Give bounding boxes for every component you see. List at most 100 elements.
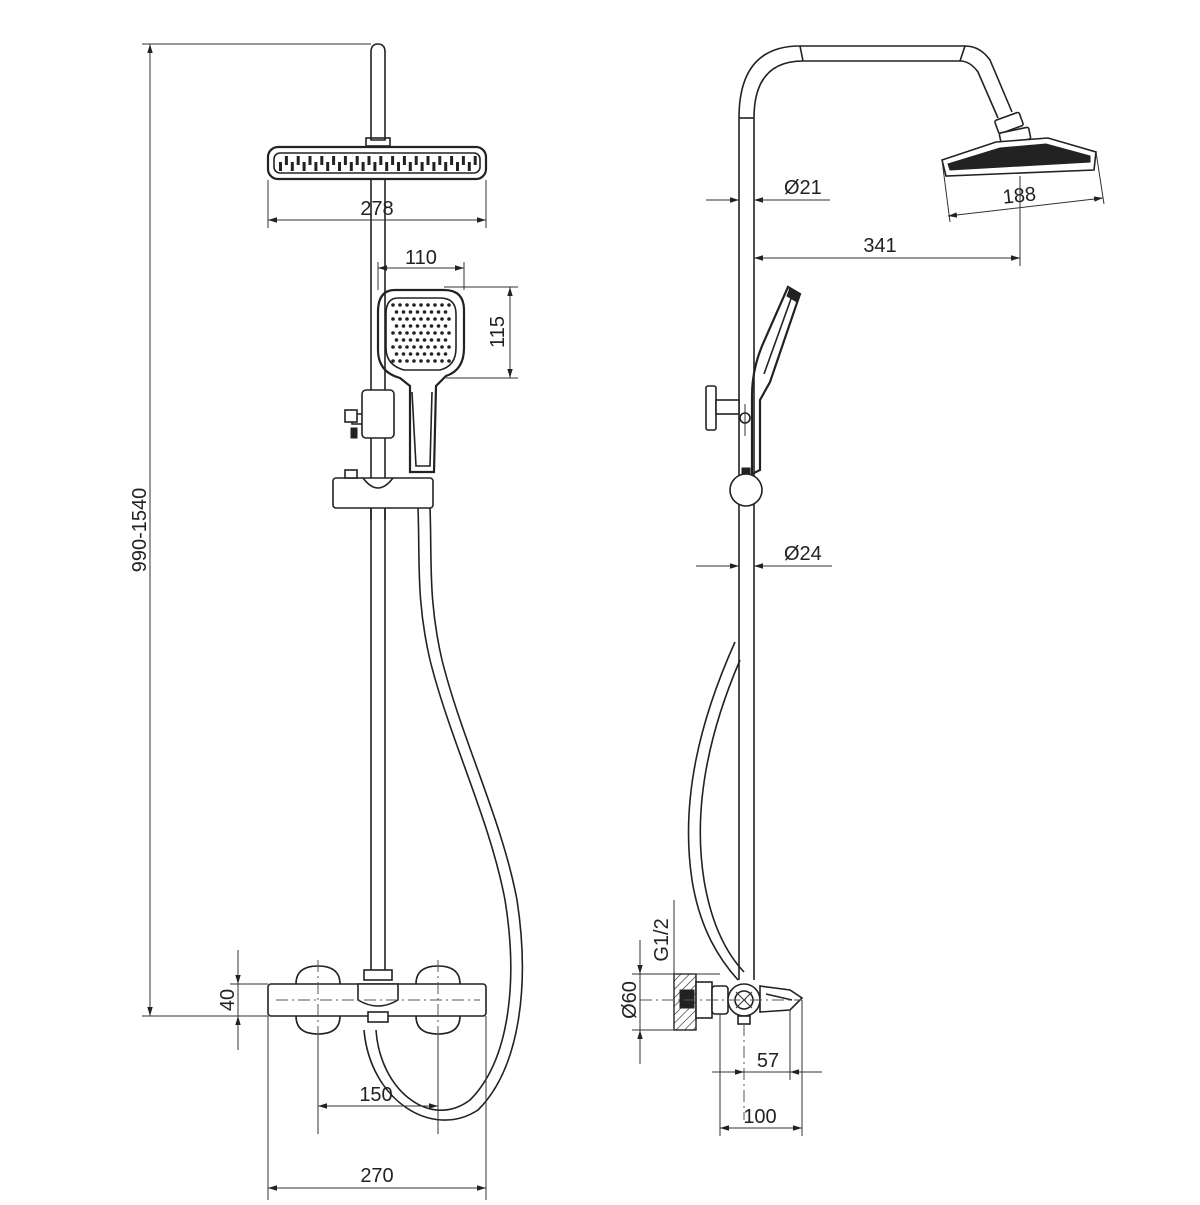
hand-nozzle-dot (394, 338, 399, 342)
dim-inlet-spacing: 150 (317, 1034, 439, 1134)
hand-nozzle-dot (398, 303, 402, 307)
hand-nozzle-dot (408, 338, 413, 342)
hand-nozzle-dot (415, 338, 420, 342)
hand-nozzle-dot (422, 338, 427, 342)
nozzle-mark (467, 162, 471, 171)
dim-escutcheon-label: Ø60 (619, 981, 641, 1019)
hand-nozzle-dot (447, 303, 451, 307)
hand-nozzle-dot (440, 359, 444, 363)
hand-nozzle-dot (433, 359, 437, 363)
hand-nozzle-dot (436, 310, 441, 314)
front-slide-holder (332, 469, 434, 520)
dim-spout-depth: 57 (712, 1010, 822, 1080)
hand-nozzle-dot (401, 310, 406, 314)
dim-wall-depth-label: 100 (743, 1106, 776, 1128)
nozzle-mark (408, 162, 412, 171)
nozzle-mark (456, 162, 459, 171)
nozzle-mark (326, 162, 330, 171)
hand-nozzle-dot (405, 303, 409, 307)
hand-nozzle-dot (443, 324, 448, 328)
nozzle-mark (373, 162, 377, 171)
hand-nozzle-dot (429, 324, 434, 328)
dim-rail-upper-label: Ø21 (784, 177, 822, 199)
hand-nozzle-dot (408, 352, 413, 356)
hand-nozzle-dot (447, 345, 451, 349)
nozzle-mark (397, 162, 400, 171)
dim-hand-height: 115 (444, 286, 518, 379)
nozzle-mark (432, 162, 436, 171)
side-arm-outer (738, 45, 1013, 380)
side-arm-inner (753, 60, 999, 380)
dim-hand-width: 110 (377, 247, 465, 290)
side-hose-outer (687, 641, 739, 981)
hand-nozzle-dot (391, 345, 395, 349)
hand-nozzle-dot (391, 317, 395, 321)
hand-nozzle-dot (433, 331, 437, 335)
nozzle-mark (473, 156, 477, 165)
dim-inlet-thread: G1/2 (651, 900, 720, 975)
nozzle-mark (461, 156, 465, 165)
hand-nozzle-dot (419, 317, 423, 321)
hand-nozzle-dot (429, 352, 434, 356)
nozzle-mark (308, 156, 312, 165)
dim-overall-height-label: 990-1540 (129, 488, 151, 573)
side-hose-inner (699, 659, 745, 973)
hand-nozzle-dot (405, 345, 409, 349)
hand-nozzle-dot (415, 310, 420, 314)
nozzle-mark (279, 162, 282, 171)
hand-nozzle-dot (440, 345, 444, 349)
hand-nozzle-dot (412, 331, 416, 335)
hand-nozzle-dot (415, 324, 420, 328)
nozzle-mark (290, 162, 294, 171)
dim-valve-width-label: 270 (360, 1165, 393, 1187)
dim-wall-depth: 100 (719, 1000, 803, 1136)
hand-nozzle-dot (443, 352, 448, 356)
hand-nozzle-dot (398, 359, 402, 363)
dim-valve-height: 40 (217, 950, 268, 1050)
hand-nozzle-dot (419, 345, 423, 349)
side-rain-head (941, 137, 1097, 177)
hand-nozzle-dot (440, 303, 444, 307)
dim-spout-depth-label: 57 (757, 1050, 779, 1072)
hand-nozzle-dot (405, 331, 409, 335)
hand-nozzle-dot (436, 324, 441, 328)
hand-nozzle-dot (398, 317, 402, 321)
nozzle-mark (402, 156, 406, 165)
nozzle-mark (426, 156, 430, 165)
hand-nozzle-dot (398, 345, 402, 349)
hand-nozzle-dot (443, 338, 448, 342)
front-rain-head (266, 145, 488, 181)
hand-nozzle-dot (401, 352, 406, 356)
hand-nozzle-dot (426, 331, 430, 335)
hand-nozzle-dot (426, 345, 430, 349)
hand-nozzle-dot (433, 317, 437, 321)
hand-nozzle-dot (429, 310, 434, 314)
nozzle-mark (338, 162, 341, 171)
side-slide-holder (729, 467, 763, 507)
hand-nozzle-dot (405, 317, 409, 321)
dim-arm-projection: 341 (754, 176, 1021, 266)
hand-nozzle-dot (447, 331, 451, 335)
hand-nozzle-dot (394, 352, 399, 356)
hand-nozzle-dot (394, 324, 399, 328)
nozzle-mark (296, 156, 300, 165)
dim-head-width-label: 278 (360, 198, 393, 220)
dim-inlet-thread-label: G1/2 (651, 918, 673, 961)
front-hose-outer (375, 507, 512, 1111)
nozzle-mark (314, 162, 318, 171)
nozzle-mark (284, 156, 288, 165)
hand-nozzle-dot (422, 310, 427, 314)
nozzle-mark (385, 162, 389, 171)
front-thermostat-valve (267, 960, 487, 1040)
side-hand-shower (750, 285, 802, 476)
hand-nozzle-dot (412, 359, 416, 363)
hand-nozzle-dot (391, 331, 395, 335)
hand-nozzle-dot (440, 331, 444, 335)
hand-nozzle-dot (447, 359, 451, 363)
dim-hand-height-label: 115 (487, 316, 509, 348)
dim-rail-lower-label: Ø24 (784, 543, 822, 565)
hand-nozzle-dot (436, 352, 441, 356)
hand-nozzle-dot (426, 359, 430, 363)
dim-escutcheon: Ø60 (619, 940, 674, 1064)
